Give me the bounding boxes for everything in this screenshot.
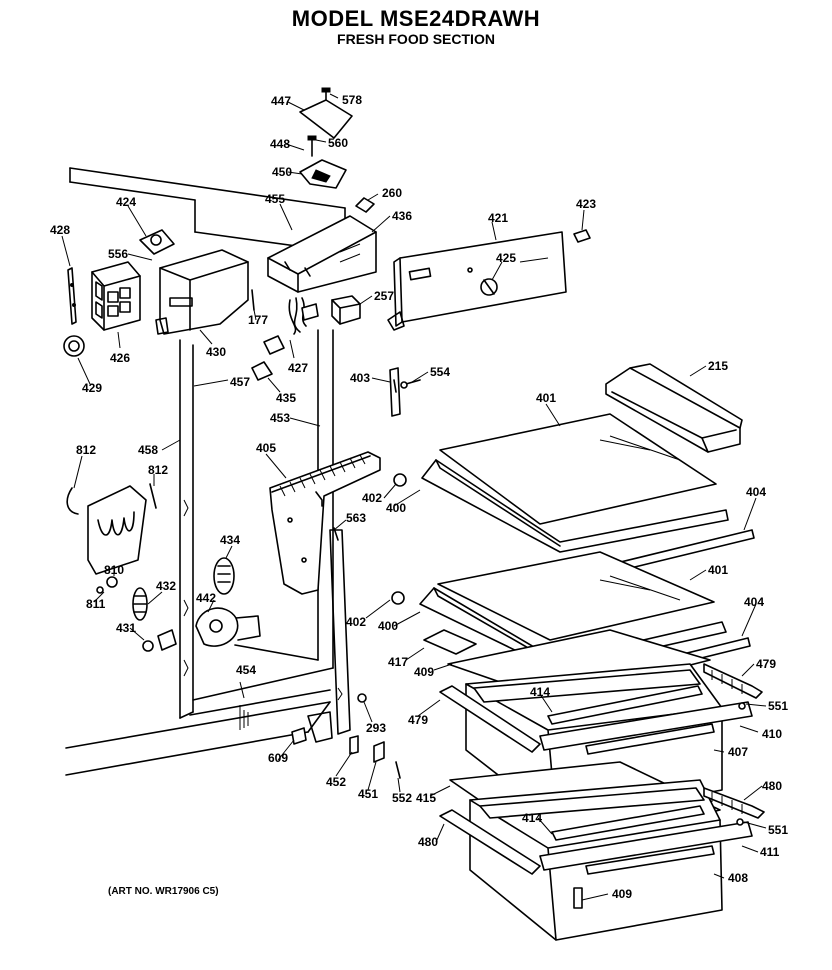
- callout-480-left: 480: [418, 835, 438, 849]
- callout-447: 447: [271, 94, 291, 108]
- wiring-harness: [251, 295, 361, 381]
- callout-436: 436: [392, 209, 412, 223]
- callout-452: 452: [326, 775, 346, 789]
- small-hardware: [291, 693, 746, 826]
- callout-480-right: 480: [762, 779, 782, 793]
- callout-450: 450: [272, 165, 292, 179]
- leader-lines: [61, 93, 767, 901]
- callout-429: 429: [82, 381, 102, 395]
- callout-442: 442: [196, 591, 216, 605]
- callout-426: 426: [110, 351, 130, 365]
- light-socket-assembly: [132, 557, 261, 652]
- callout-810: 810: [104, 563, 124, 577]
- callout-479-right: 479: [756, 657, 776, 671]
- callout-260: 260: [382, 186, 402, 200]
- callout-404-lower: 404: [744, 595, 764, 609]
- callout-551-upper: 551: [768, 699, 788, 713]
- callout-403: 403: [350, 371, 370, 385]
- control-panel: [387, 229, 591, 331]
- callout-401-lower: 401: [708, 563, 728, 577]
- callout-458: 458: [138, 443, 158, 457]
- diagram-title: MODEL MSE24DRAWH: [291, 6, 541, 31]
- callout-293: 293: [366, 721, 386, 735]
- callout-215: 215: [708, 359, 728, 373]
- callout-609: 609: [268, 751, 288, 765]
- callout-457: 457: [230, 375, 250, 389]
- callout-454: 454: [236, 663, 256, 677]
- callout-423: 423: [576, 197, 596, 211]
- callout-560: 560: [328, 136, 348, 150]
- callout-451: 451: [358, 787, 378, 801]
- drain-tube: [389, 367, 421, 417]
- callout-402-upper: 402: [362, 491, 382, 505]
- callout-431: 431: [116, 621, 136, 635]
- diagram-subtitle: FRESH FOOD SECTION: [337, 31, 495, 47]
- top-cap-assembly: [299, 87, 375, 213]
- callout-812-left: 812: [76, 443, 96, 457]
- callout-405: 405: [256, 441, 276, 455]
- dairy-bin: [605, 363, 743, 453]
- callout-408: 408: [728, 871, 748, 885]
- callout-563: 563: [346, 511, 366, 525]
- callout-421: 421: [488, 211, 508, 225]
- callout-428: 428: [50, 223, 70, 237]
- callout-479-left: 479: [408, 713, 428, 727]
- callout-435: 435: [276, 391, 296, 405]
- callout-427: 427: [288, 361, 308, 375]
- callout-400-lower: 400: [378, 619, 398, 633]
- callout-551-lower: 551: [768, 823, 788, 837]
- callout-578: 578: [342, 93, 362, 107]
- callout-410: 410: [762, 727, 782, 741]
- callout-257: 257: [374, 289, 394, 303]
- callout-811: 811: [86, 597, 106, 611]
- callout-415: 415: [416, 791, 436, 805]
- callout-409-upper: 409: [414, 665, 434, 679]
- shelf-bracket: [269, 451, 381, 595]
- callout-411: 411: [760, 845, 780, 859]
- front-trim-rail: [307, 529, 351, 743]
- callout-407: 407: [728, 745, 748, 759]
- art-number: (ART NO. WR17906 C5): [108, 886, 219, 897]
- callout-177: 177: [248, 313, 268, 327]
- callout-417: 417: [388, 655, 408, 669]
- callout-401-upper: 401: [536, 391, 556, 405]
- callout-400-upper: 400: [386, 501, 406, 515]
- callout-404-upper: 404: [746, 485, 766, 499]
- callout-425: 425: [496, 251, 516, 265]
- callout-409-lower: 409: [612, 887, 632, 901]
- thermostat-and-timer: [63, 229, 255, 357]
- callout-556: 556: [108, 247, 128, 261]
- callout-434: 434: [220, 533, 240, 547]
- heater-panel: [66, 483, 157, 594]
- callout-554: 554: [430, 365, 450, 379]
- part-callouts: 447 578 448 560 450 260 455 436 421 423 …: [50, 93, 788, 901]
- lower-crisper-pan: [439, 761, 765, 941]
- callout-432: 432: [156, 579, 176, 593]
- callout-402-lower: 402: [346, 615, 366, 629]
- callout-414-lower: 414: [522, 811, 542, 825]
- callout-414-upper: 414: [530, 685, 550, 699]
- callout-453: 453: [270, 411, 290, 425]
- callout-812-right: 812: [148, 463, 168, 477]
- upper-shelf: [393, 413, 755, 577]
- callout-424: 424: [116, 195, 136, 209]
- callout-448: 448: [270, 137, 290, 151]
- callout-455: 455: [265, 192, 285, 206]
- light-housing: [267, 215, 377, 293]
- callout-552: 552: [392, 791, 412, 805]
- cabinet-liner: [65, 167, 346, 776]
- callout-430: 430: [206, 345, 226, 359]
